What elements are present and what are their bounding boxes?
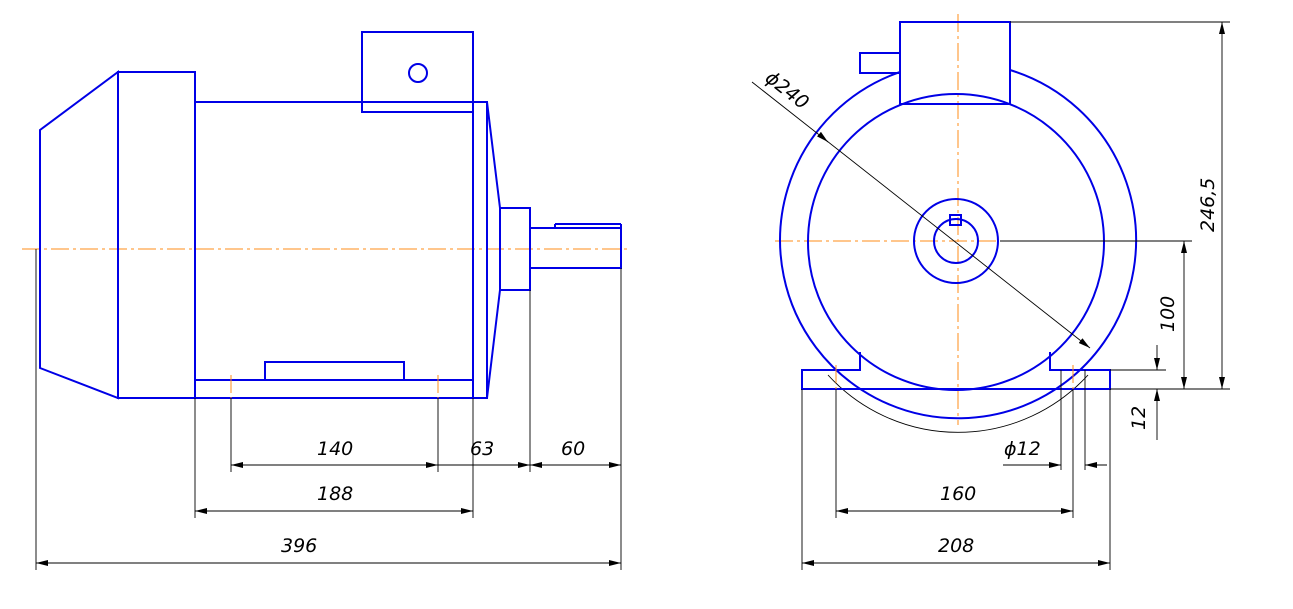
cable-entry	[408, 63, 428, 83]
front-extension-lines	[801, 21, 1230, 570]
shaft-end	[933, 218, 979, 264]
dim-label-63: 63	[470, 438, 494, 460]
shaft-key	[949, 214, 962, 226]
dim-label-160: 160	[940, 483, 976, 505]
frame-bottom-arc	[827, 374, 1089, 433]
rear-shield	[117, 71, 196, 399]
dim-label-396: 396	[281, 535, 317, 557]
dim-label-diameter-240: ϕ240	[761, 67, 813, 114]
dim-label-188: 188	[317, 483, 353, 505]
outer-frame-circle	[779, 69, 1137, 420]
shaft	[529, 227, 622, 269]
fan-cover	[39, 70, 119, 400]
foot-pad	[264, 361, 405, 381]
dim-label-60: 60	[561, 438, 585, 460]
motor-side-outline	[39, 31, 622, 400]
base-feet	[194, 379, 474, 399]
side-view: 140 63 60 188 396	[22, 31, 630, 570]
diameter-leader	[751, 81, 1091, 349]
bearing-hub	[913, 198, 999, 284]
extension-lines	[35, 249, 622, 570]
dim-label-100: 100	[1157, 296, 1179, 332]
mounting-feet	[801, 352, 1111, 390]
cable-gland	[859, 52, 901, 74]
dim-label-246-5: 246,5	[1197, 178, 1219, 232]
motor-front-outline	[779, 21, 1137, 433]
front-shield-taper	[486, 101, 501, 399]
dim-label-140: 140	[317, 438, 353, 460]
diameter-arrow-top	[816, 131, 829, 143]
dim-label-hole-diameter: ϕ12	[1004, 438, 1041, 460]
front-shield-plate	[473, 101, 488, 399]
terminal-box-front	[899, 21, 1011, 105]
dim-label-12: 12	[1128, 406, 1150, 430]
terminal-box	[361, 31, 474, 113]
motor-body	[194, 101, 474, 381]
front-view: ϕ240 246,5 100 12 ϕ12 160 208	[751, 14, 1230, 570]
dim-label-208: 208	[938, 535, 974, 557]
